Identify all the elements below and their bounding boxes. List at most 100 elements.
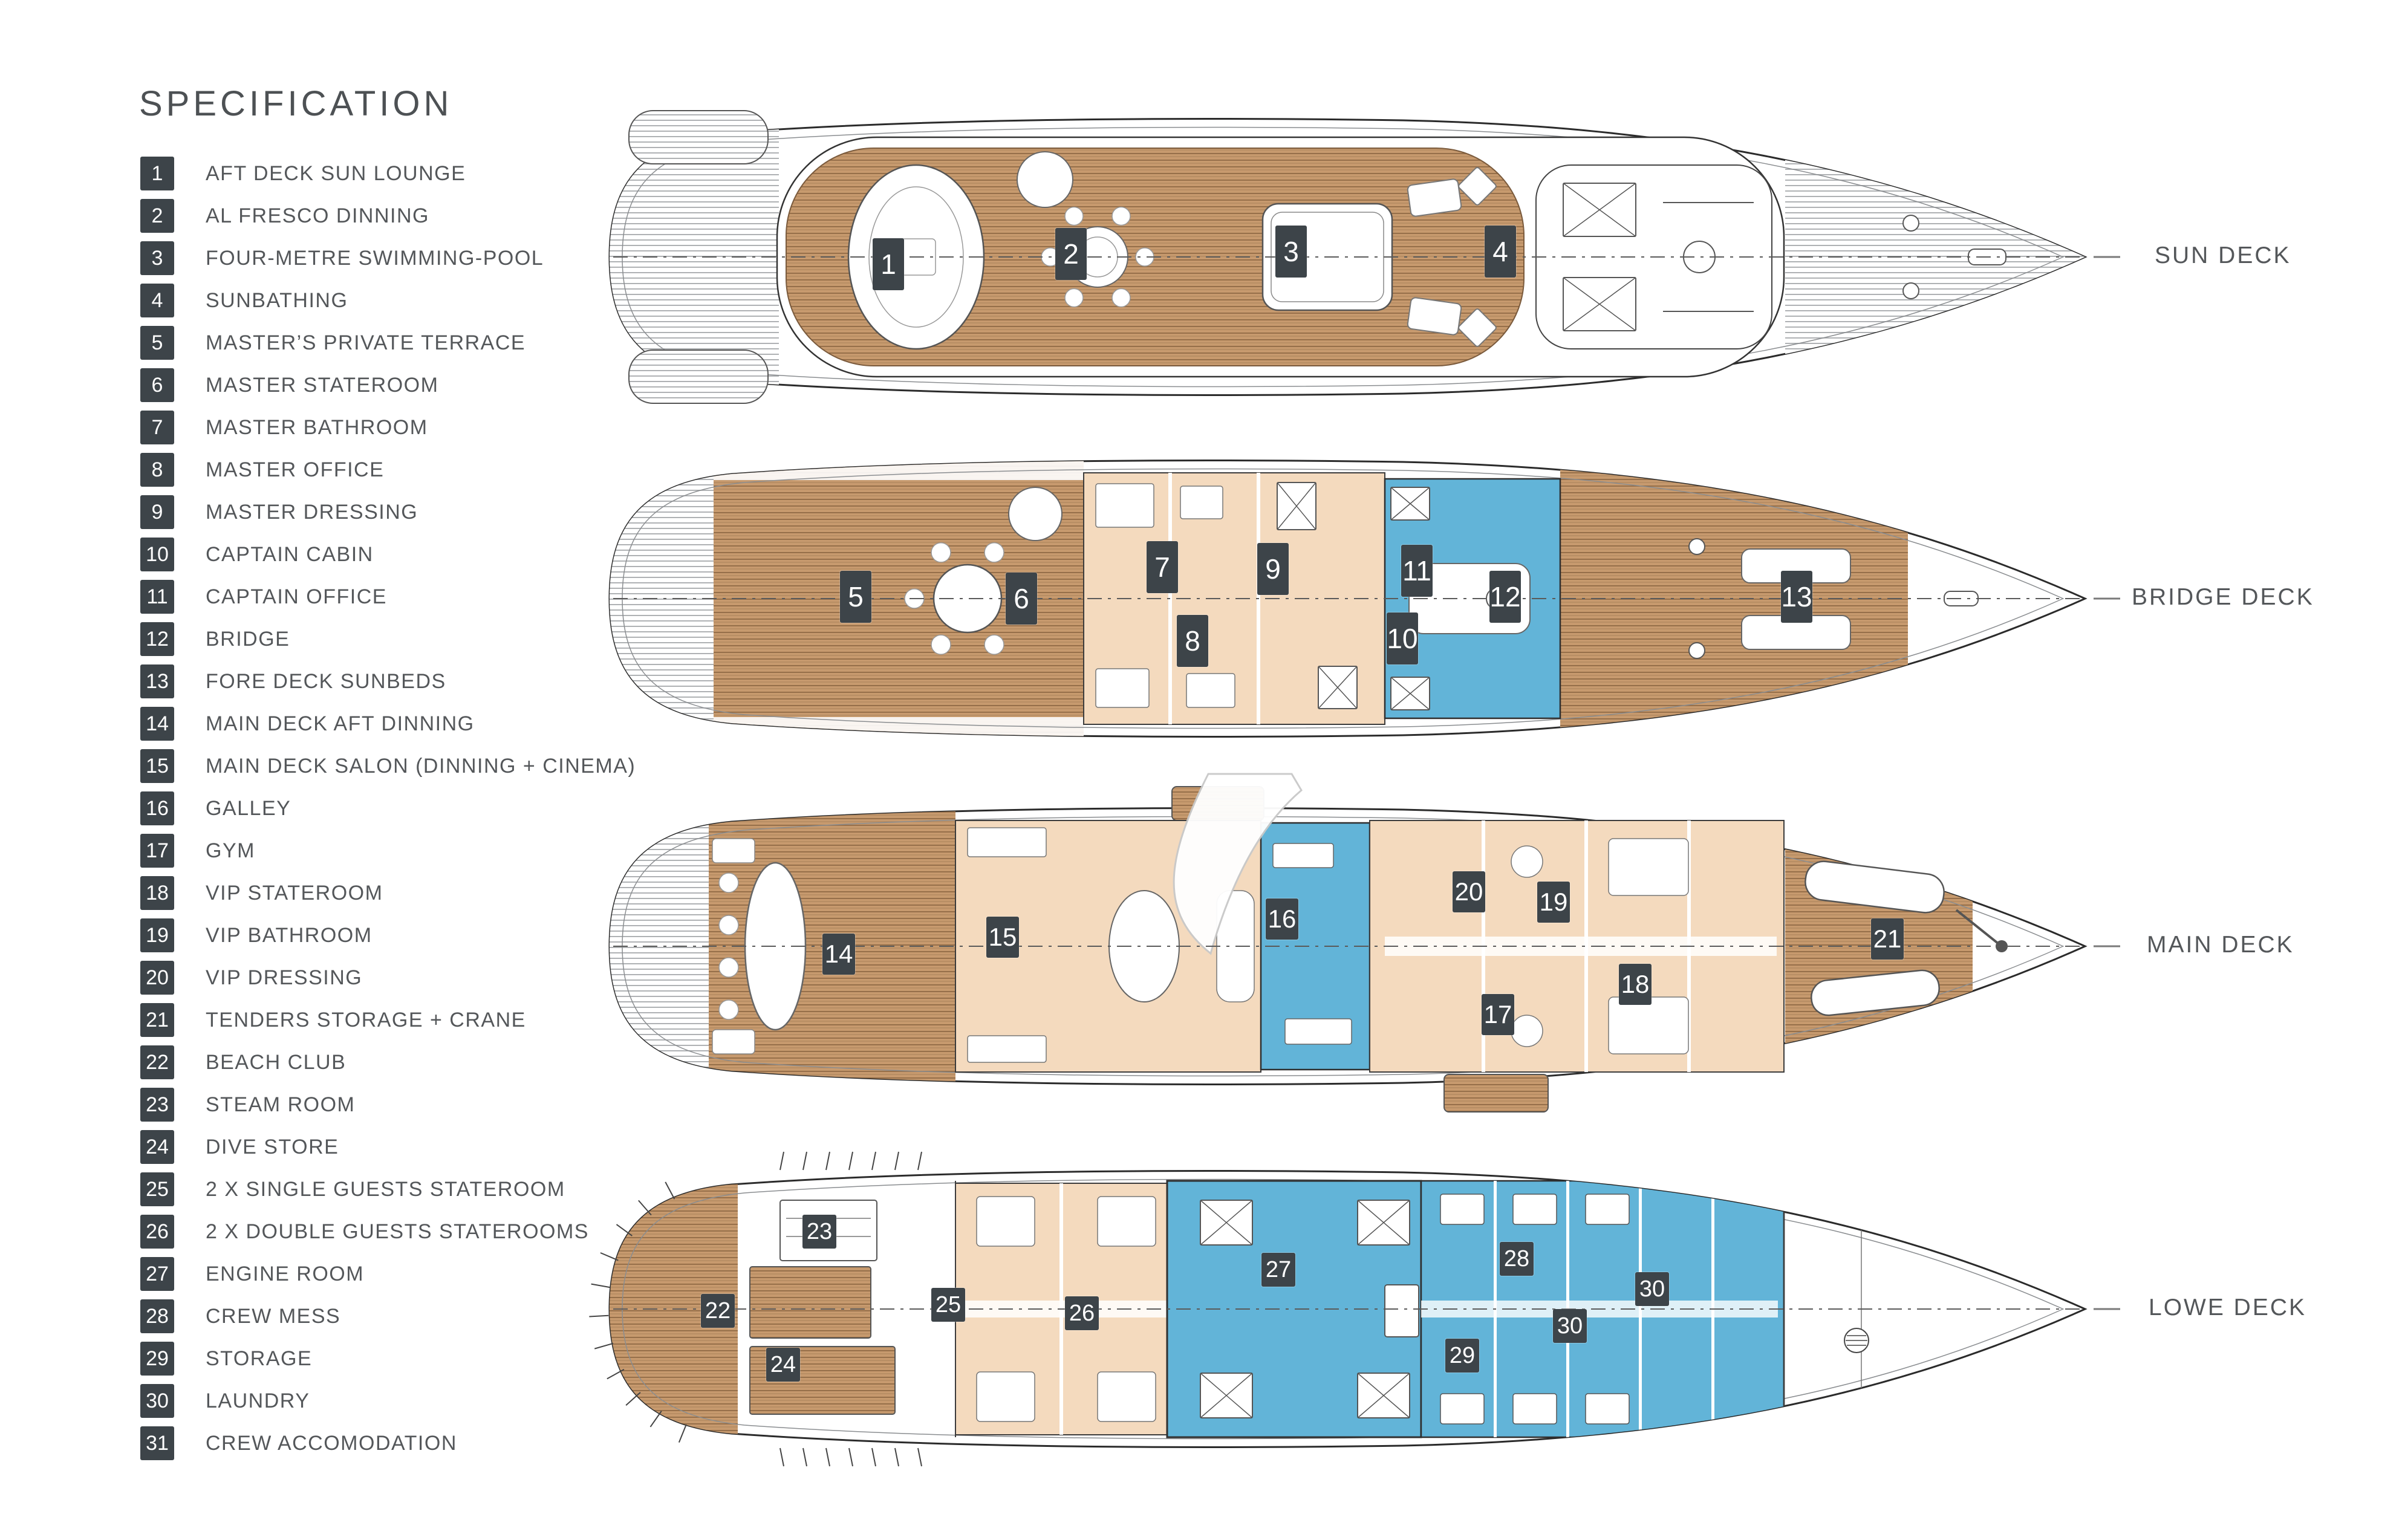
legend-item-label: BRIDGE	[206, 627, 290, 651]
deck-marker-28: 28	[1500, 1242, 1534, 1276]
legend-item-label: VIP DRESSING	[206, 966, 363, 989]
legend-item-label: GYM	[206, 839, 255, 862]
legend-number-badge: 4	[140, 284, 174, 317]
legend-item-label: LAUNDRY	[206, 1389, 310, 1412]
legend-item-label: FOUR-METRE SWIMMING-POOL	[206, 246, 544, 270]
legend-item-label: TENDERS STORAGE + CRANE	[206, 1008, 526, 1032]
legend-item-29: 29 STORAGE	[140, 1337, 636, 1380]
bridge-deck-plan	[608, 459, 2120, 738]
deck-label-main: MAIN DECK	[2147, 932, 2294, 958]
deck-marker-27: 27	[1261, 1253, 1295, 1287]
sun-deck-plan	[608, 110, 2120, 404]
legend-item-6: 6 MASTER STATEROOM	[140, 364, 636, 406]
legend-item-label: MASTER’S PRIVATE TERRACE	[206, 331, 526, 354]
legend-item-label: SUNBATHING	[206, 288, 348, 312]
deck-marker-20: 20	[1453, 871, 1485, 912]
legend-item-label: AFT DECK SUN LOUNGE	[206, 161, 466, 185]
deck-marker-29: 29	[1445, 1339, 1479, 1373]
deck-marker-1: 1	[873, 238, 904, 290]
legend-number-badge: 18	[140, 876, 174, 910]
legend-item-label: 2 X DOUBLE GUESTS STATEROOMS	[206, 1220, 589, 1243]
legend-item-18: 18 VIP STATEROOM	[140, 872, 636, 914]
deck-marker-21: 21	[1871, 918, 1904, 960]
deck-marker-4: 4	[1485, 226, 1516, 278]
legend-item-label: CAPTAIN OFFICE	[206, 585, 387, 608]
deck-marker-22: 22	[701, 1294, 735, 1328]
legend-item-27: 27 ENGINE ROOM	[140, 1253, 636, 1295]
legend-item-label: VIP STATEROOM	[206, 881, 383, 905]
lowe-deck-plan	[589, 1151, 2120, 1467]
deck-label-bridge: BRIDGE DECK	[2132, 584, 2314, 611]
deck-marker-13: 13	[1781, 571, 1812, 623]
legend-number-badge: 27	[140, 1257, 174, 1291]
legend-item-label: ENGINE ROOM	[206, 1262, 365, 1285]
legend-item-26: 26 2 X DOUBLE GUESTS STATEROOMS	[140, 1210, 636, 1253]
legend-number-badge: 3	[140, 241, 174, 275]
legend-number-badge: 15	[140, 749, 174, 783]
legend-item-label: VIP BATHROOM	[206, 923, 373, 947]
legend-number-badge: 6	[140, 368, 174, 402]
legend-number-badge: 13	[140, 664, 174, 698]
legend-number-badge: 21	[140, 1003, 174, 1037]
deck-marker-7: 7	[1147, 541, 1178, 593]
legend-number-badge: 16	[140, 791, 174, 825]
deck-marker-12: 12	[1489, 571, 1521, 623]
deck-marker-25: 25	[931, 1288, 965, 1322]
deck-marker-15: 15	[986, 917, 1019, 958]
deck-marker-19: 19	[1537, 882, 1570, 923]
main-deck-plan	[608, 773, 2120, 1113]
legend-number-badge: 5	[140, 326, 174, 360]
legend-item-16: 16 GALLEY	[140, 787, 636, 830]
legend-item-5: 5 MASTER’S PRIVATE TERRACE	[140, 322, 636, 364]
legend-number-badge: 30	[140, 1384, 174, 1418]
legend-item-19: 19 VIP BATHROOM	[140, 914, 636, 957]
legend-item-label: 2 X SINGLE GUESTS STATEROOM	[206, 1177, 565, 1201]
deck-marker-26: 26	[1065, 1296, 1099, 1330]
legend-item-label: STEAM ROOM	[206, 1093, 356, 1116]
legend-number-badge: 22	[140, 1045, 174, 1079]
deck-marker-30: 30	[1635, 1272, 1669, 1306]
legend-item-label: GALLEY	[206, 796, 291, 820]
legend-number-badge: 8	[140, 453, 174, 487]
legend-item-label: MASTER STATEROOM	[206, 373, 439, 397]
deck-marker-17: 17	[1482, 994, 1514, 1035]
deck-marker-6: 6	[1006, 573, 1037, 625]
page-title: SPECIFICATION	[139, 84, 453, 123]
deck-marker-30: 30	[1553, 1309, 1587, 1343]
legend-item-label: AL FRESCO DINNING	[206, 204, 429, 227]
deck-marker-23: 23	[802, 1215, 836, 1249]
legend-number-badge: 23	[140, 1088, 174, 1122]
legend-number-badge: 26	[140, 1215, 174, 1249]
legend-item-label: STORAGE	[206, 1347, 313, 1370]
legend-number-badge: 29	[140, 1342, 174, 1376]
deck-marker-24: 24	[766, 1348, 800, 1382]
legend-number-badge: 19	[140, 918, 174, 952]
legend-item-21: 21 TENDERS STORAGE + CRANE	[140, 999, 636, 1041]
legend-item-4: 4 SUNBATHING	[140, 279, 636, 322]
legend-item-label: CREW ACCOMODATION	[206, 1431, 457, 1455]
deck-marker-11: 11	[1401, 545, 1433, 597]
legend-item-23: 23 STEAM ROOM	[140, 1084, 636, 1126]
legend-number-badge: 2	[140, 199, 174, 233]
legend-number-badge: 7	[140, 411, 174, 444]
legend-item-2: 2 AL FRESCO DINNING	[140, 195, 636, 237]
legend-item-label: CREW MESS	[206, 1304, 341, 1328]
